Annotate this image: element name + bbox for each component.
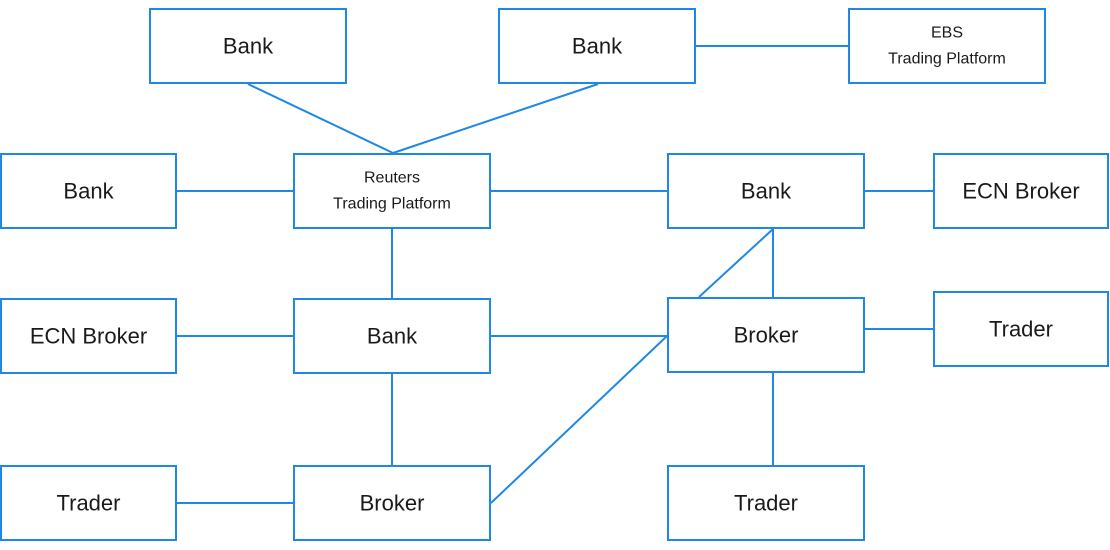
node-box (667, 153, 865, 229)
node-box (0, 298, 177, 374)
node-box (933, 291, 1109, 367)
node-bank-left: Bank (0, 153, 177, 229)
edge-broker-bottom-to-broker-right (490, 335, 668, 504)
node-label: Broker (734, 323, 799, 348)
node-box (149, 8, 347, 84)
node-label: Trading Platform (888, 51, 1006, 68)
node-box (848, 8, 1046, 84)
node-box (0, 465, 177, 541)
node-trader-bottom-left: Trader (0, 465, 177, 541)
node-label: EBS (931, 25, 963, 42)
node-ecn-broker-right: ECN Broker (933, 153, 1109, 229)
node-box (667, 297, 865, 373)
node-trader-bottom-right: Trader (667, 465, 865, 541)
node-box (498, 8, 696, 84)
node-broker-right: Broker (667, 297, 865, 373)
connection-lines (177, 45, 933, 504)
node-box (293, 465, 491, 541)
node-bank-center: Bank (293, 298, 491, 374)
node-label: ECN Broker (962, 179, 1079, 204)
edge-bank-right-to-broker-right (698, 228, 774, 298)
node-trader-right: Trader (933, 291, 1109, 367)
node-label: Reuters (364, 170, 420, 187)
edge-bank-top-mid-to-reuters-platform (392, 83, 599, 154)
node-label: Trading Platform (333, 196, 451, 213)
node-bank-top-mid: Bank (498, 8, 696, 84)
node-box (293, 298, 491, 374)
node-label: Bank (367, 324, 418, 349)
node-label: Bank (741, 179, 792, 204)
node-box (667, 465, 865, 541)
node-box (933, 153, 1109, 229)
node-label: Trader (57, 491, 121, 516)
node-label: Bank (223, 34, 274, 59)
node-bank-right: Bank (667, 153, 865, 229)
edge-bank-top-left-to-reuters-platform (247, 83, 394, 154)
node-label: Trader (734, 491, 798, 516)
node-bank-top-left: Bank (149, 8, 347, 84)
node-ecn-broker-left: ECN Broker (0, 298, 177, 374)
node-label: Bank (63, 179, 114, 204)
node-ebs-platform: EBS Trading Platform (848, 8, 1046, 84)
node-box (0, 153, 177, 229)
node-label: ECN Broker (30, 324, 147, 349)
node-label: Broker (360, 491, 425, 516)
node-label: Trader (989, 317, 1053, 342)
node-label: Bank (572, 34, 623, 59)
node-box (293, 153, 491, 229)
node-broker-bottom: Broker (293, 465, 491, 541)
